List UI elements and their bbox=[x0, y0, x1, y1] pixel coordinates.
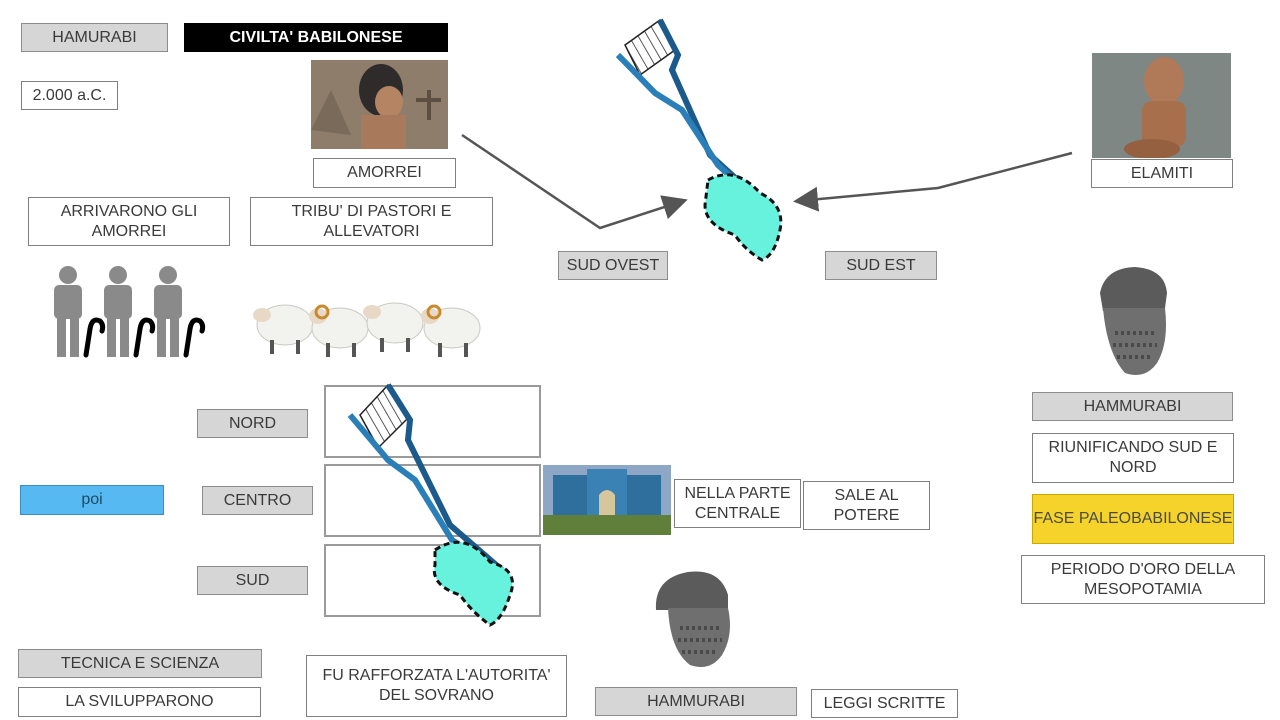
centro-label: CENTRO bbox=[202, 486, 313, 515]
nord-label: NORD bbox=[197, 409, 308, 438]
elamiti-label: ELAMITI bbox=[1091, 159, 1233, 188]
svilupparono-label: LA SVILUPPARONO bbox=[18, 687, 261, 717]
hammurabi-label-bottom: HAMMURABI bbox=[595, 687, 797, 716]
fu-rafforzata-label: FU RAFFORZATA L'AUTORITA' DEL SOVRANO bbox=[306, 655, 567, 717]
region-frame-sud bbox=[324, 544, 541, 617]
hammurabi-head-image-right bbox=[1085, 263, 1180, 380]
amorrei-label: AMORREI bbox=[313, 158, 456, 188]
date-label: 2.000 a.C. bbox=[21, 81, 118, 110]
sheep-icon bbox=[252, 290, 487, 360]
hammurabi-head-image-bottom bbox=[648, 560, 743, 672]
slide-title: CIVILTA' BABILONESE bbox=[184, 23, 448, 52]
hammurabi-label-right: HAMMURABI bbox=[1032, 392, 1233, 421]
nella-parte-centrale-label: NELLA PARTE CENTRALE bbox=[674, 479, 801, 528]
tecnica-scienza-label: TECNICA E SCIENZA bbox=[18, 649, 262, 678]
elamiti-statue-image bbox=[1092, 53, 1231, 158]
riunificando-label: RIUNIFICANDO SUD E NORD bbox=[1032, 433, 1234, 483]
sud-ovest-label: SUD OVEST bbox=[558, 251, 668, 280]
sale-al-potere-label: SALE AL POTERE bbox=[803, 481, 930, 530]
sud-est-label: SUD EST bbox=[825, 251, 937, 280]
region-frame-nord bbox=[324, 385, 541, 458]
tribu-label: TRIBU' DI PASTORI E ALLEVATORI bbox=[250, 197, 493, 246]
sud-label: SUD bbox=[197, 566, 308, 595]
ishtar-gate-image bbox=[543, 465, 671, 535]
arrivarono-label: ARRIVARONO GLI AMORREI bbox=[28, 197, 230, 246]
hamurabi-label: HAMURABI bbox=[21, 23, 168, 52]
periodo-oro-label: PERIODO D'ORO DELLA MESOPOTAMIA bbox=[1021, 555, 1265, 604]
poi-label: poi bbox=[20, 485, 164, 515]
region-frame-centro bbox=[324, 464, 541, 537]
leggi-scritte-label: LEGGI SCRITTE bbox=[811, 689, 958, 718]
amorrei-relief-image bbox=[311, 60, 448, 149]
fase-paleobabilonese-label: FASE PALEOBABILONESE bbox=[1032, 494, 1234, 544]
map-mesopotamia-top bbox=[450, 15, 1090, 270]
map-mesopotamia-bottom bbox=[330, 380, 540, 630]
people-with-canes-icon bbox=[46, 265, 211, 365]
